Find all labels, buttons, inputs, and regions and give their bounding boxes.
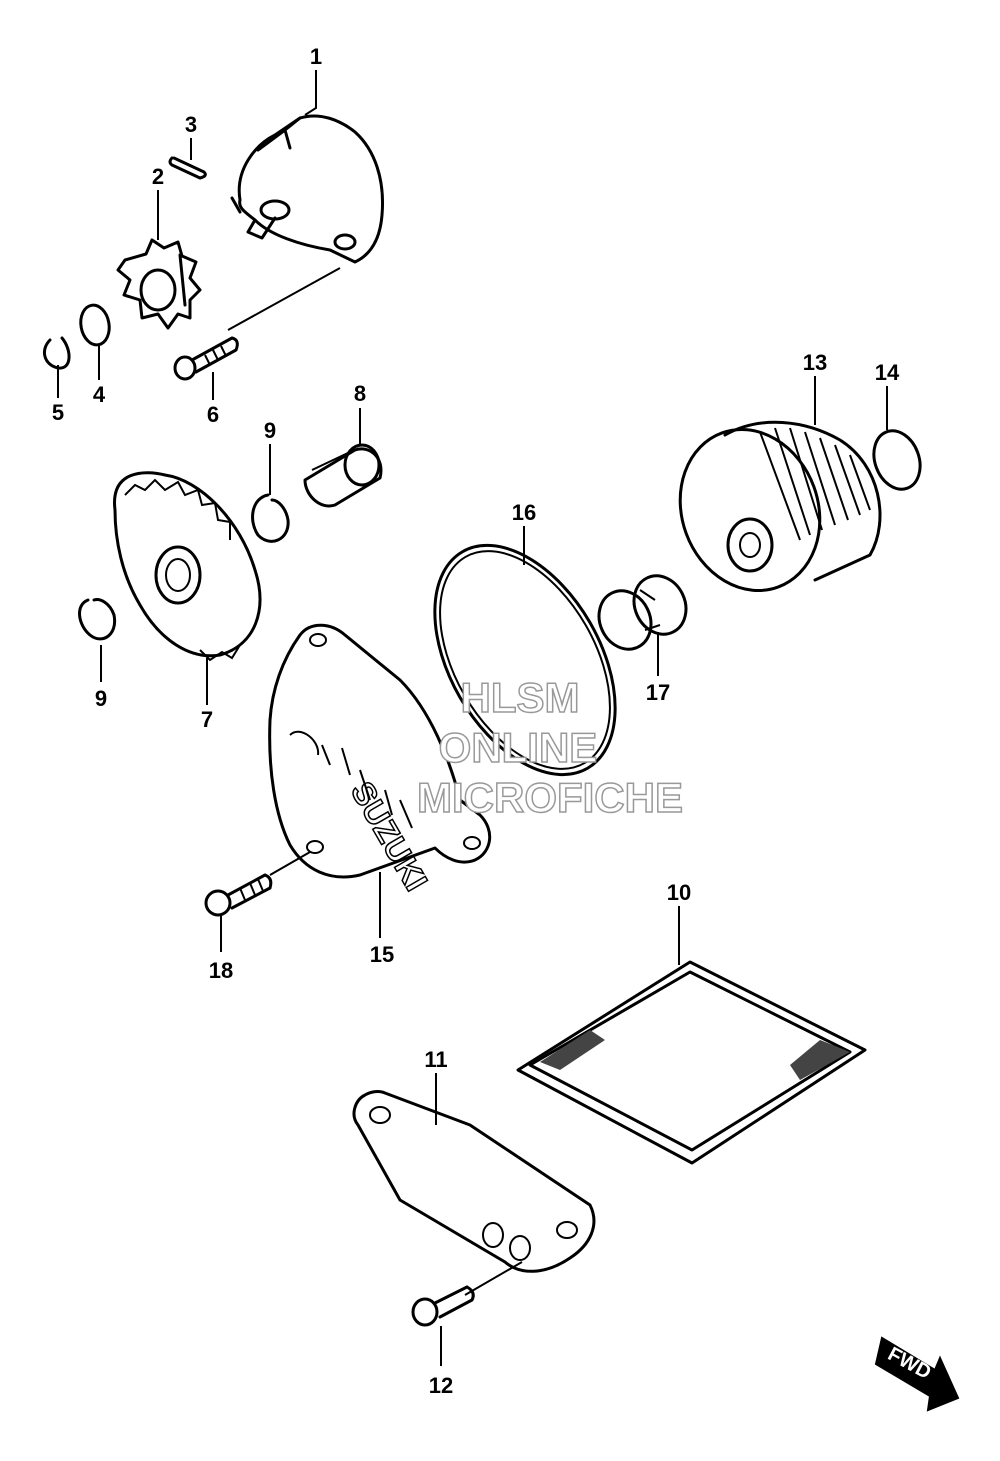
callout-1: 1 — [310, 44, 322, 69]
watermark-line-1: HLSM — [461, 674, 580, 721]
drive-gear — [116, 238, 202, 330]
callout-14: 14 — [875, 360, 900, 385]
callout-15: 15 — [370, 942, 394, 967]
gear-shaft — [303, 443, 383, 508]
o-ring-large — [433, 543, 617, 777]
callout-10: 10 — [667, 880, 691, 905]
callout-12: 12 — [429, 1373, 453, 1398]
forward-arrow-icon: FWD — [874, 1336, 960, 1412]
cover-bolt — [204, 873, 273, 917]
oil-pump-body — [230, 114, 385, 264]
watermark-line-2: ONLINE — [439, 724, 598, 771]
callout-9-lower: 9 — [95, 686, 107, 711]
callout-2: 2 — [152, 164, 164, 189]
oil-strainer — [516, 960, 867, 1165]
leader-lines — [57, 70, 888, 1366]
washer — [79, 303, 111, 347]
strainer-plate — [352, 1090, 596, 1273]
callout-7: 7 — [201, 707, 213, 732]
pin — [168, 156, 207, 180]
plate-bolt — [411, 1285, 475, 1327]
callout-5: 5 — [52, 400, 64, 425]
callout-16: 16 — [512, 500, 536, 525]
circlip-lower — [78, 598, 117, 641]
callout-4: 4 — [93, 382, 106, 407]
callout-labels: 1 2 3 4 5 6 7 8 9 9 10 11 12 13 14 15 16… — [52, 44, 900, 1398]
callout-18: 18 — [209, 958, 233, 983]
callout-13: 13 — [803, 350, 827, 375]
callout-6: 6 — [207, 402, 219, 427]
pump-cover — [268, 623, 491, 879]
callout-17: 17 — [646, 680, 670, 705]
callout-9-upper: 9 — [264, 418, 276, 443]
callout-11: 11 — [424, 1047, 447, 1072]
circlip-upper — [251, 493, 290, 543]
watermark: HLSM ONLINE MICROFICHE — [416, 673, 684, 822]
circlip — [42, 336, 71, 370]
driven-gear — [113, 471, 262, 662]
callout-3: 3 — [185, 112, 197, 137]
callout-8: 8 — [354, 381, 366, 406]
filter-spring — [597, 574, 688, 651]
pump-screw — [173, 336, 239, 381]
oil-filter — [678, 420, 882, 592]
o-ring-small — [872, 429, 922, 491]
watermark-line-3: MICROFICHE — [417, 774, 683, 821]
